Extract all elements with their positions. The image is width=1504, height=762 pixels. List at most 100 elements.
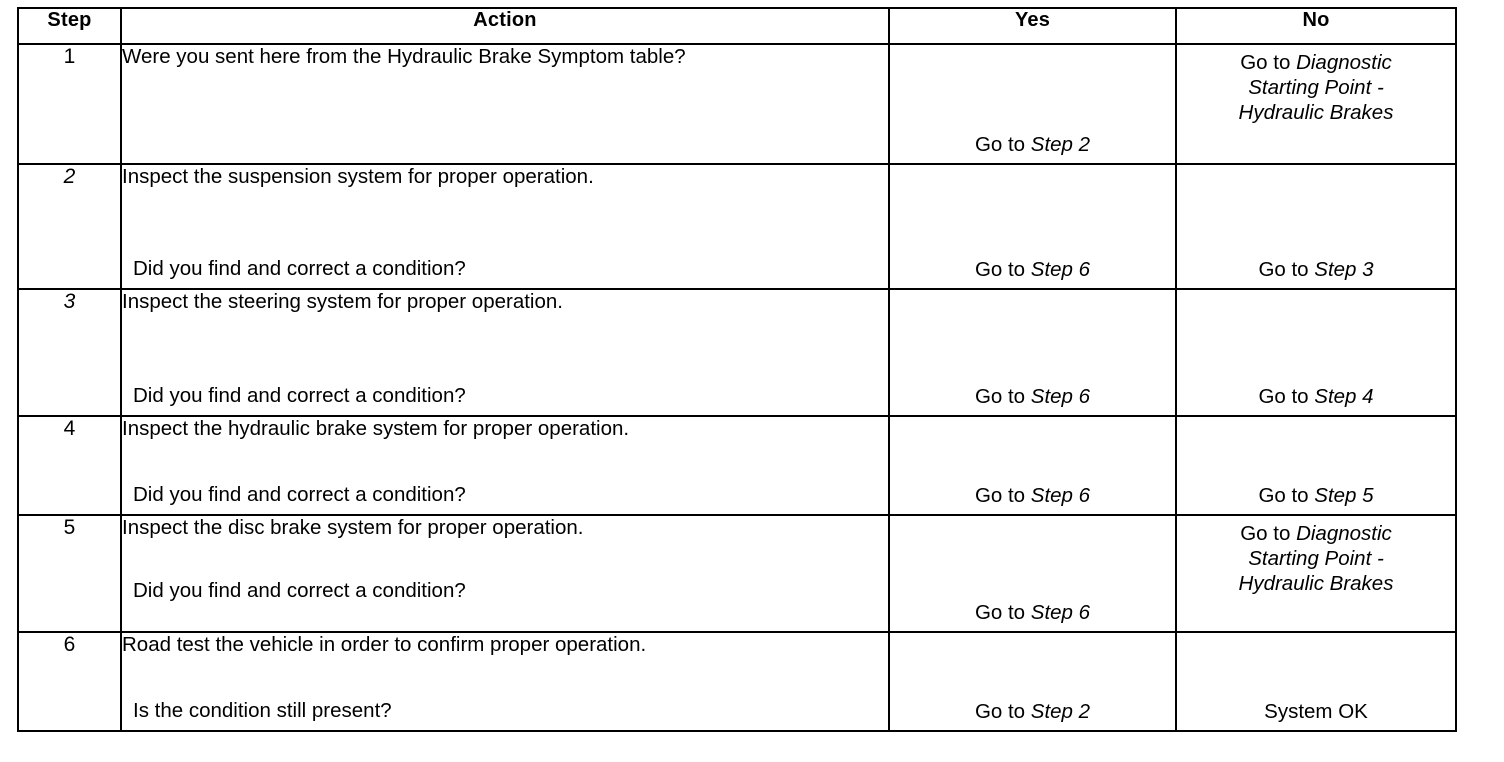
action-cell: Inspect the suspension system for proper… (120, 163, 890, 290)
yes-answer-line: Go to Step 6 (890, 384, 1175, 409)
action-line-primary: Inspect the steering system for proper o… (122, 290, 563, 313)
table-row: 5 Inspect the disc brake system for prop… (17, 514, 1457, 633)
action-line-question: Did you find and correct a condition? (133, 579, 466, 602)
no-answer-line: Hydraulic Brakes (1238, 101, 1394, 124)
goto-target: Diagnostic (1296, 522, 1392, 545)
goto-prefix: Go to (974, 601, 1031, 624)
goto-prefix: Go to (1240, 522, 1297, 545)
yes-answer-cell: Go to Step 6 (888, 514, 1177, 633)
action-cell: Inspect the steering system for proper o… (120, 288, 890, 417)
goto-prefix: Go to (1240, 51, 1297, 74)
no-answer-line: Go to Step 5 (1177, 483, 1455, 508)
yes-answer-cell: Go to Step 2 (888, 631, 1177, 732)
goto-target: Step 3 (1314, 258, 1374, 281)
no-answer-line: Starting Point - (1248, 76, 1384, 99)
goto-prefix: Go to (1258, 484, 1315, 507)
goto-prefix: Go to (974, 133, 1031, 156)
action-line-question: Is the condition still present? (133, 699, 392, 723)
action-line-question: Did you find and correct a condition? (133, 483, 466, 507)
goto-target: Step 6 (1030, 484, 1091, 507)
yes-answer-line: Go to Step 2 (890, 132, 1175, 157)
step-number-cell: 6 (17, 631, 122, 732)
goto-target: Step 2 (1030, 700, 1091, 723)
no-answer-line: Starting Point - (1248, 547, 1384, 570)
action-line-primary: Were you sent here from the Hydraulic Br… (122, 45, 686, 68)
goto-target: Step 4 (1314, 385, 1374, 408)
yes-answer-line: Go to Step 6 (890, 483, 1175, 508)
header-yes: Yes (888, 7, 1177, 45)
goto-prefix: Go to (974, 484, 1031, 507)
action-cell: Inspect the hydraulic brake system for p… (120, 415, 890, 516)
no-answer-line: Go to Diagnostic (1177, 521, 1455, 546)
goto-prefix: Go to (1258, 385, 1315, 408)
no-answer-cell: Go to Diagnostic Starting Point - Hydrau… (1175, 43, 1457, 165)
yes-answer-block: Go to Step 6 (890, 384, 1175, 409)
yes-answer-block: Go to Step 6 (890, 257, 1175, 282)
no-answer-cell: Go to Step 5 (1175, 415, 1457, 516)
table-row: 4 Inspect the hydraulic brake system for… (17, 415, 1457, 516)
table-row: 3 Inspect the steering system for proper… (17, 288, 1457, 417)
goto-target: Diagnostic (1296, 51, 1392, 74)
step-number: 6 (63, 633, 76, 656)
action-line-primary: Road test the vehicle in order to confir… (122, 633, 647, 656)
yes-answer-block: Go to Step 2 (890, 132, 1175, 157)
yes-answer-cell: Go to Step 2 (888, 43, 1177, 165)
header-row: Step Action Yes No (17, 7, 1457, 45)
goto-prefix: Go to (974, 700, 1031, 723)
goto-prefix: Go to (1258, 258, 1315, 281)
table-row: 1 Were you sent here from the Hydraulic … (17, 43, 1457, 165)
yes-answer-block: Go to Step 6 (890, 483, 1175, 508)
yes-answer-block: Go to Step 6 (890, 600, 1175, 625)
table-row: 2 Inspect the suspension system for prop… (17, 163, 1457, 290)
no-answer-cell: Go to Diagnostic Starting Point - Hydrau… (1175, 514, 1457, 633)
action-cell: Road test the vehicle in order to confir… (120, 631, 890, 732)
no-answer-line: Go to Step 4 (1177, 384, 1455, 409)
step-number-cell: 1 (17, 43, 122, 165)
action-line-primary: Inspect the suspension system for proper… (122, 165, 594, 188)
step-number-cell: 4 (17, 415, 122, 516)
goto-prefix: Go to (974, 385, 1031, 408)
step-number-cell: 5 (17, 514, 122, 633)
goto-target: Step 2 (1030, 133, 1091, 156)
yes-answer-line: Go to Step 2 (890, 699, 1175, 724)
header-action: Action (120, 7, 890, 45)
goto-target: Step 6 (1030, 601, 1091, 624)
step-number: 3 (63, 290, 76, 313)
table-row: 6 Road test the vehicle in order to conf… (17, 631, 1457, 732)
goto-target: Step 5 (1314, 484, 1374, 507)
step-number: 2 (63, 165, 76, 188)
action-line-primary: Inspect the hydraulic brake system for p… (122, 417, 630, 440)
diagnostic-step-table: Step Action Yes No 1 Were you sent here … (17, 7, 1457, 732)
yes-answer-line: Go to Step 6 (890, 257, 1175, 282)
no-answer-block: Go to Diagnostic Starting Point - Hydrau… (1177, 521, 1455, 596)
yes-answer-line: Go to Step 6 (890, 600, 1175, 625)
no-answer-cell: Go to Step 4 (1175, 288, 1457, 417)
action-line-question: Did you find and correct a condition? (133, 257, 466, 281)
goto-target: Step 6 (1030, 385, 1091, 408)
step-number: 1 (63, 45, 76, 68)
table-body: 1 Were you sent here from the Hydraulic … (17, 43, 1457, 732)
step-number: 4 (63, 417, 76, 440)
step-number-cell: 2 (17, 163, 122, 290)
yes-answer-cell: Go to Step 6 (888, 415, 1177, 516)
goto-prefix: Go to (974, 258, 1031, 281)
no-answer-block: Go to Step 3 (1177, 257, 1455, 282)
yes-answer-cell: Go to Step 6 (888, 163, 1177, 290)
action-cell: Inspect the disc brake system for proper… (120, 514, 890, 633)
no-answer-block: Go to Diagnostic Starting Point - Hydrau… (1177, 50, 1455, 125)
action-line-question: Did you find and correct a condition? (133, 384, 466, 408)
step-number: 5 (63, 516, 76, 539)
yes-answer-block: Go to Step 2 (890, 699, 1175, 724)
action-cell: Were you sent here from the Hydraulic Br… (120, 43, 890, 165)
step-number-cell: 3 (17, 288, 122, 417)
no-answer-cell: System OK (1175, 631, 1457, 732)
no-answer-block: Go to Step 5 (1177, 483, 1455, 508)
no-answer-line: System OK (1264, 700, 1368, 723)
no-answer-line: Go to Step 3 (1177, 257, 1455, 282)
no-answer-line: Hydraulic Brakes (1238, 572, 1394, 595)
yes-answer-cell: Go to Step 6 (888, 288, 1177, 417)
table-header: Step Action Yes No (17, 7, 1457, 45)
header-no: No (1175, 7, 1457, 45)
action-line-primary: Inspect the disc brake system for proper… (122, 516, 584, 539)
